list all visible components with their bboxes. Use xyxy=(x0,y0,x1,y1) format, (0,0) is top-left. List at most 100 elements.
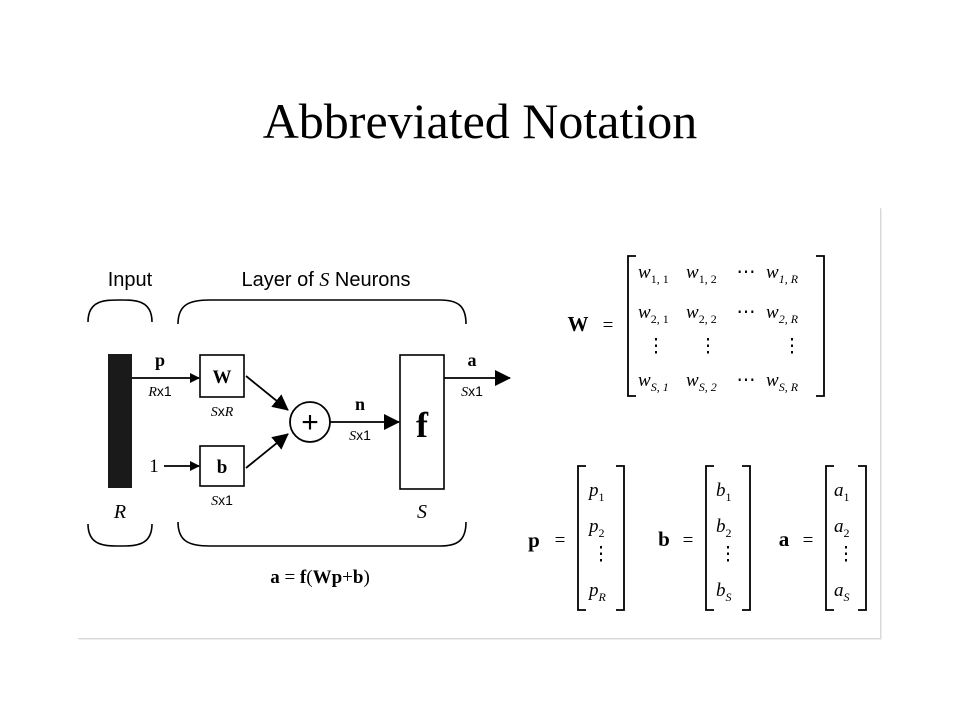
b-2: b2 xyxy=(716,516,732,540)
input-bottom-brace xyxy=(87,523,153,547)
b-right-bracket xyxy=(742,465,751,611)
transfer-function-label: f xyxy=(416,405,429,445)
W-equals: = xyxy=(603,315,614,336)
n-size-rest: x1 xyxy=(356,427,371,443)
w-S-2: wS, 2 xyxy=(686,370,717,394)
layer-label-var: S xyxy=(319,269,329,291)
b-equals: = xyxy=(683,530,694,551)
p-right-bracket xyxy=(616,465,625,611)
W-left-bracket xyxy=(627,255,636,397)
a-vdots: ⋮ xyxy=(837,544,856,565)
input-label: Input xyxy=(108,269,153,291)
layer-top-brace xyxy=(177,299,467,325)
W-hdots-1: ⋯ xyxy=(737,262,756,283)
W-matrix-dots: ⋯ ⋯ ⋯ ⋮ ⋮ ⋮ xyxy=(647,262,802,391)
p-equals: = xyxy=(555,530,566,551)
bias-input-label: 1 xyxy=(149,456,159,477)
eq-plus: + xyxy=(342,567,353,588)
W-matrix-name: W xyxy=(568,312,589,336)
weight-box-label: W xyxy=(213,367,232,388)
a-equals: = xyxy=(803,530,814,551)
p-vector-entries: p1 p2 ⋮ pR xyxy=(587,480,611,604)
b-S: bS xyxy=(716,580,732,604)
figure-panel xyxy=(78,208,881,639)
w-1-1: w1, 1 xyxy=(638,262,669,286)
weight-size-mid: x xyxy=(218,403,225,419)
weight-size: SxR xyxy=(211,403,234,420)
transfer-function-box xyxy=(399,354,445,490)
b-left-bracket xyxy=(705,465,714,611)
input-top-brace xyxy=(87,299,153,323)
eq-f: f xyxy=(300,567,307,588)
layer-equation: a = f(Wp+b) xyxy=(270,567,370,588)
a-size-rest: x1 xyxy=(468,383,483,399)
n-label: n xyxy=(355,394,365,414)
bias-size: Sx1 xyxy=(211,492,233,509)
a-vector-entries: a1 a2 ⋮ aS xyxy=(834,480,856,604)
layer-bottom-brace xyxy=(177,521,467,547)
b-1: b1 xyxy=(716,480,732,504)
layer-label-post: Neurons xyxy=(329,269,410,291)
bias-size-var: S xyxy=(211,494,218,509)
eq-eq: = xyxy=(280,567,300,588)
W-hdots-S: ⋯ xyxy=(737,370,756,391)
W-hdots-2: ⋯ xyxy=(737,302,756,323)
b-vector-name: b xyxy=(658,527,670,551)
b-vector-entries: b1 b2 ⋮ bS xyxy=(716,480,738,604)
p-R: pR xyxy=(587,580,607,604)
w-2-2: w2, 2 xyxy=(686,302,717,326)
p-size-rest: x1 xyxy=(157,383,172,399)
w-1-R: w1, R xyxy=(766,262,799,286)
bias-box-label: b xyxy=(217,457,228,478)
eq-W: W xyxy=(313,567,332,588)
W-right-bracket xyxy=(816,255,825,397)
a-size: Sx1 xyxy=(461,383,483,400)
layer-label: Layer of S Neurons xyxy=(242,269,411,291)
p-1: p1 xyxy=(587,480,605,504)
eq-open: ( xyxy=(306,567,312,588)
W-matrix-entries: w1, 1 w1, 2 w1, R w2, 1 w2, 2 w2, R wS, … xyxy=(638,262,799,394)
w-1-2: w1, 2 xyxy=(686,262,717,286)
p-vector-name: p xyxy=(528,528,540,552)
bias-box xyxy=(199,445,245,487)
W-vdots-R: ⋮ xyxy=(783,336,802,357)
W-vdots-1: ⋮ xyxy=(647,336,666,357)
w-S-1: wS, 1 xyxy=(638,370,669,394)
n-size-var: S xyxy=(349,429,356,444)
bias-size-rest: x1 xyxy=(218,492,233,508)
weight-size-var1: S xyxy=(211,405,218,420)
slide-title: Abbreviated Notation xyxy=(262,93,698,149)
w-2-1: w2, 1 xyxy=(638,302,669,326)
p-size: Rx1 xyxy=(147,383,172,400)
w-S-R: wS, R xyxy=(766,370,799,394)
w-2-R: w2, R xyxy=(766,302,799,326)
a-label: a xyxy=(468,350,477,370)
layer-dimension: S xyxy=(417,501,427,523)
a-2: a2 xyxy=(834,516,850,540)
a-size-var: S xyxy=(461,385,468,400)
p-size-var: R xyxy=(147,385,157,400)
a-S: aS xyxy=(834,580,850,604)
bias-to-sum-arrow xyxy=(245,433,289,469)
a-1: a1 xyxy=(834,480,850,504)
p-left-bracket xyxy=(577,465,586,611)
weight-box xyxy=(199,354,245,398)
eq-b: b xyxy=(353,567,364,588)
eq-a: a xyxy=(270,567,280,588)
n-size: Sx1 xyxy=(349,427,371,444)
summation-symbol: + xyxy=(301,406,319,439)
p-2: p2 xyxy=(587,516,605,540)
b-vdots: ⋮ xyxy=(719,544,738,565)
a-right-bracket xyxy=(858,465,867,611)
weight-size-var2: R xyxy=(224,405,234,420)
eq-p: p xyxy=(332,567,343,588)
input-dimension: R xyxy=(113,501,126,523)
eq-close: ) xyxy=(363,567,369,588)
a-left-bracket xyxy=(825,465,834,611)
weight-to-sum-arrow xyxy=(245,375,289,411)
W-vdots-2: ⋮ xyxy=(699,336,718,357)
a-vector-name: a xyxy=(779,527,790,551)
layer-label-pre: Layer of xyxy=(242,269,320,291)
input-bar xyxy=(108,354,132,488)
